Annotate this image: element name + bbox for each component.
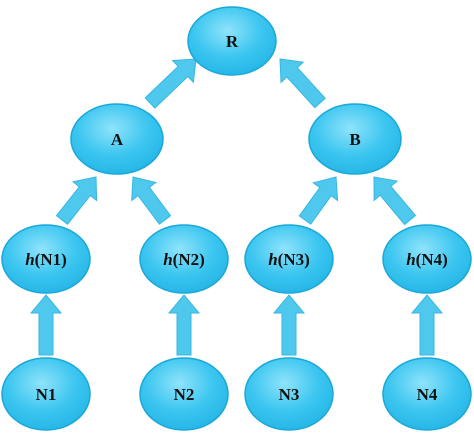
node-b-label: B <box>349 130 360 149</box>
node-n3-shape <box>244 357 334 431</box>
node-hn2-shape <box>139 224 229 294</box>
node-hn3-fn: h <box>268 250 277 269</box>
arrow-hn2-to-a <box>131 176 172 225</box>
node-n4-label: N4 <box>417 385 438 404</box>
arrow-n1-to-hn1 <box>29 294 63 356</box>
node-b-shape <box>308 103 402 175</box>
arrow-n3-to-hn3 <box>272 294 306 356</box>
node-a: A <box>70 103 164 175</box>
arrow-hn1-to-a <box>55 176 98 226</box>
node-n2: N2 <box>139 357 229 431</box>
node-n2-shape <box>139 357 229 431</box>
node-hn2: h(N2) <box>139 224 229 294</box>
node-n2-label: N2 <box>174 385 195 404</box>
node-hn1: h(N1) <box>1 224 91 294</box>
node-hn3: h(N3) <box>244 224 334 294</box>
node-hn3-label: h(N3) <box>268 250 310 269</box>
node-b: B <box>308 103 402 175</box>
node-hn1-fn: h <box>25 250 34 269</box>
node-n4: N4 <box>382 357 472 431</box>
arrow-b-to-r <box>279 58 326 109</box>
node-n1-label: N1 <box>36 385 57 404</box>
node-hn4-fn: h <box>406 250 415 269</box>
node-n4-shape <box>382 357 472 431</box>
node-r-label: R <box>226 32 239 51</box>
node-r-shape <box>187 6 277 76</box>
node-hn4-label: h(N4) <box>406 250 448 269</box>
node-hn2-label: h(N2) <box>163 250 205 269</box>
node-n3: N3 <box>244 357 334 431</box>
nodes-layer: R A B h(N1) h(N2) h(N3) h(N4) <box>1 6 472 431</box>
node-hn1-arg: (N1) <box>35 250 67 269</box>
node-hn2-fn: h <box>163 250 172 269</box>
node-hn4-shape <box>382 224 472 294</box>
node-n1: N1 <box>1 357 91 431</box>
node-hn2-arg: (N2) <box>173 250 205 269</box>
arrow-a-to-r <box>144 58 197 109</box>
node-n1-shape <box>1 357 91 431</box>
node-a-shape <box>70 103 164 175</box>
node-hn1-shape <box>1 224 91 294</box>
node-hn4: h(N4) <box>382 224 472 294</box>
arrow-hn3-to-b <box>298 176 339 225</box>
arrow-hn4-to-b <box>373 176 417 226</box>
node-hn3-shape <box>244 224 334 294</box>
arrow-n4-to-hn4 <box>410 294 444 356</box>
node-a-label: A <box>111 130 124 149</box>
node-n3-label: N3 <box>279 385 300 404</box>
arrows-layer <box>29 58 444 356</box>
node-hn3-arg: (N3) <box>278 250 310 269</box>
node-r: R <box>187 6 277 76</box>
node-hn4-arg: (N4) <box>416 250 448 269</box>
arrow-n2-to-hn2 <box>167 294 201 356</box>
node-hn1-label: h(N1) <box>25 250 67 269</box>
